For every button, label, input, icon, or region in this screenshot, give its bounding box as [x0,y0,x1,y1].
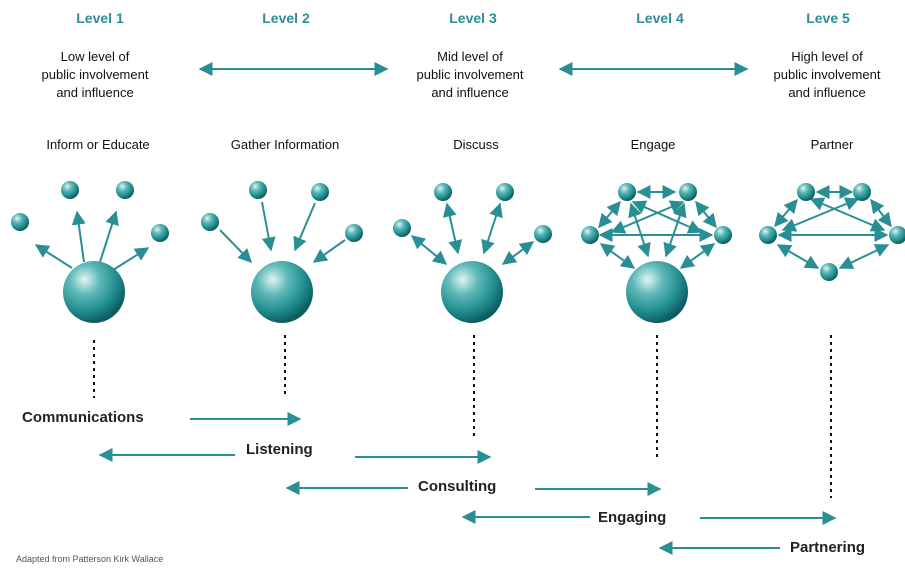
band-listening: Listening [246,441,313,458]
band-partnering: Partnering [790,539,866,556]
mid-influence-label: Mid level of public involvement and infl… [416,49,524,100]
level-4-heading: Level 4 [636,10,684,26]
engage-diagram [581,183,732,323]
dotted-guides [93,335,832,498]
stage-discuss-label: Discuss [453,137,499,152]
stage-inform-label: Inform or Educate [46,137,150,152]
stage-gather-label: Gather Information [230,137,340,152]
low-influence-label: Low level of public involvement and infl… [41,49,149,100]
discuss-diagram [393,183,552,323]
band-arrows [98,412,837,555]
level-2-heading: Level 2 [262,10,310,26]
high-influence-label: High level of public involvement and inf… [773,49,881,100]
source-credit: Adapted from Patterson Kirk Wallace [16,554,164,564]
level-1-heading: Level 1 [76,10,124,26]
inform-diagram [11,181,169,323]
stage-partner-label: Partner [810,137,854,152]
stage-engage-label: Engage [630,137,676,152]
level-3-heading: Level 3 [449,10,497,26]
band-consulting: Consulting [418,478,497,495]
gather-diagram [201,181,363,323]
band-engaging: Engaging [598,509,667,526]
partner-diagram [759,183,905,281]
level-5-heading: Leve 5 [806,10,850,26]
band-communications: Communications [22,409,144,426]
